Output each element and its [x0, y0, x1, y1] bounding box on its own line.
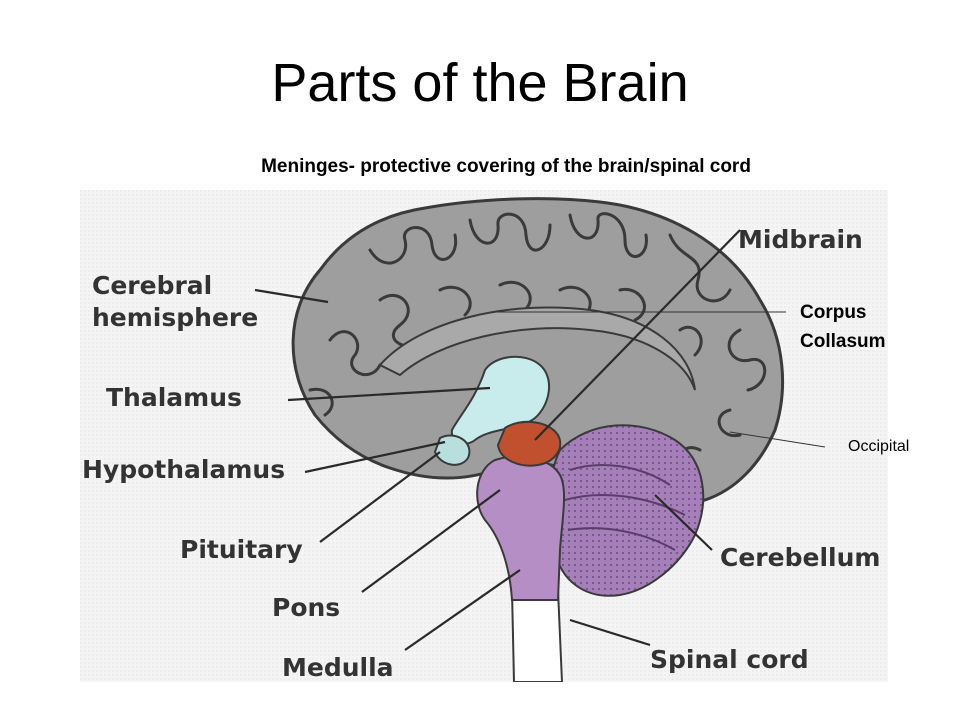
pointer-lines: [254, 229, 741, 651]
label-midbrain: Midbrain: [738, 225, 863, 254]
label-medulla: Medulla: [282, 653, 394, 682]
label-cerebellum: Cerebellum: [720, 543, 880, 572]
slide-title: Parts of the Brain: [271, 53, 689, 113]
brain-diagram: Cerebral hemisphere Thalamus Hypothalamu…: [80, 190, 888, 682]
label-spinal-cord: Spinal cord: [650, 645, 809, 674]
brain-diagram-svg: Cerebral hemisphere Thalamus Hypothalamu…: [80, 190, 888, 682]
corpus-line1: Corpus: [800, 302, 867, 323]
spinal-cord-shape: [510, 589, 564, 682]
label-pituitary: Pituitary: [180, 535, 303, 564]
label-hypothalamus: Hypothalamus: [82, 455, 285, 484]
annotation-lines: [492, 311, 826, 448]
corpus-callosum-annotation: Corpus Collasum: [800, 298, 886, 356]
midbrain-shape: [496, 420, 562, 467]
label-cerebral-line1: Cerebral: [92, 271, 212, 300]
occipital-annotation: Occipital: [848, 438, 910, 455]
corpus-line2: Collasum: [800, 331, 886, 352]
label-thalamus: Thalamus: [106, 383, 242, 412]
label-cerebral-line2: hemisphere: [92, 303, 258, 332]
hypothalamus-shape: [433, 434, 471, 466]
subtitle: Meninges- protective covering of the bra…: [261, 156, 751, 177]
cerebellum-folds: [564, 464, 686, 551]
label-pons: Pons: [272, 593, 340, 622]
